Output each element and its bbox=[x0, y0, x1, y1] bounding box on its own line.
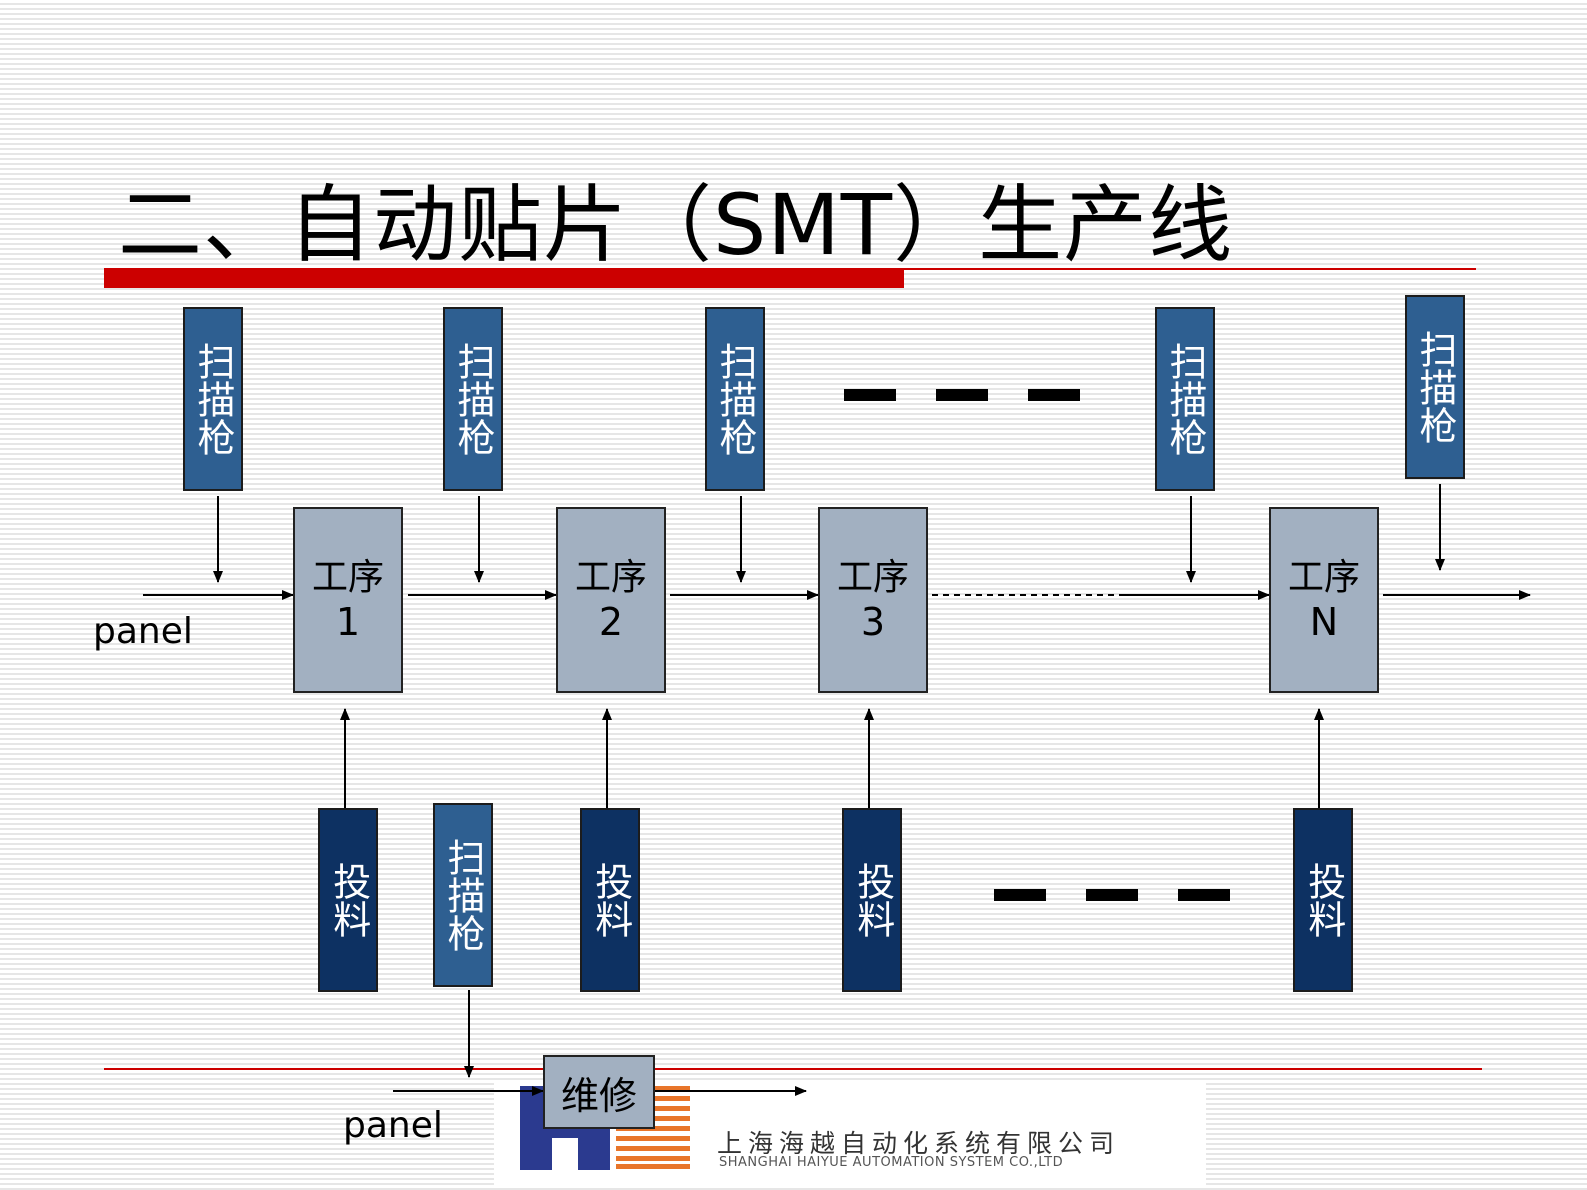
feeder-box: 投料 bbox=[842, 808, 902, 992]
process-box: 工序 2 bbox=[556, 507, 666, 693]
process-number: 1 bbox=[335, 600, 361, 644]
feeder-box: 投料 bbox=[1293, 808, 1353, 992]
scanner-box: 扫描枪 bbox=[705, 307, 765, 491]
process-number: 3 bbox=[860, 600, 886, 644]
ellipsis-dash bbox=[1178, 889, 1230, 901]
process-box: 工序 1 bbox=[293, 507, 403, 693]
process-number: 2 bbox=[598, 600, 624, 644]
process-box: 工序 N bbox=[1269, 507, 1379, 693]
scanner-box: 扫描枪 bbox=[1155, 307, 1215, 491]
ellipsis-dash bbox=[936, 389, 988, 401]
title-underline-thin bbox=[104, 268, 1476, 270]
company-name-en: SHANGHAI HAIYUE AUTOMATION SYSTEM CO.,LT… bbox=[719, 1155, 1064, 1170]
process-label: 工序 bbox=[836, 557, 909, 598]
slide-title: 二、自动贴片（SMT）生产线 bbox=[118, 176, 1234, 274]
repair-scanner-box: 扫描枪 bbox=[433, 803, 493, 987]
company-name-cn: 上海海越自动化系统有限公司 bbox=[717, 1129, 1121, 1158]
process-label: 工序 bbox=[311, 557, 384, 598]
process-label: 工序 bbox=[574, 557, 647, 598]
panel-input-label: panel bbox=[93, 611, 193, 652]
scanner-box: 扫描枪 bbox=[183, 307, 243, 491]
bottom-rule bbox=[104, 1068, 1482, 1070]
ellipsis-dash bbox=[994, 889, 1046, 901]
ellipsis-dash bbox=[844, 389, 896, 401]
process-label: 工序 bbox=[1287, 557, 1360, 598]
ellipsis-dash bbox=[1086, 889, 1138, 901]
scanner-box: 扫描枪 bbox=[1405, 295, 1465, 479]
process-box: 工序 3 bbox=[818, 507, 928, 693]
panel-repair-label: panel bbox=[343, 1105, 443, 1146]
title-underline-thick bbox=[104, 268, 904, 288]
feeder-box: 投料 bbox=[580, 808, 640, 992]
ellipsis-dash bbox=[1028, 389, 1080, 401]
process-number: N bbox=[1309, 600, 1339, 644]
repair-station-box: 维修 bbox=[543, 1055, 655, 1129]
feeder-box: 投料 bbox=[318, 808, 378, 992]
scanner-box: 扫描枪 bbox=[443, 307, 503, 491]
